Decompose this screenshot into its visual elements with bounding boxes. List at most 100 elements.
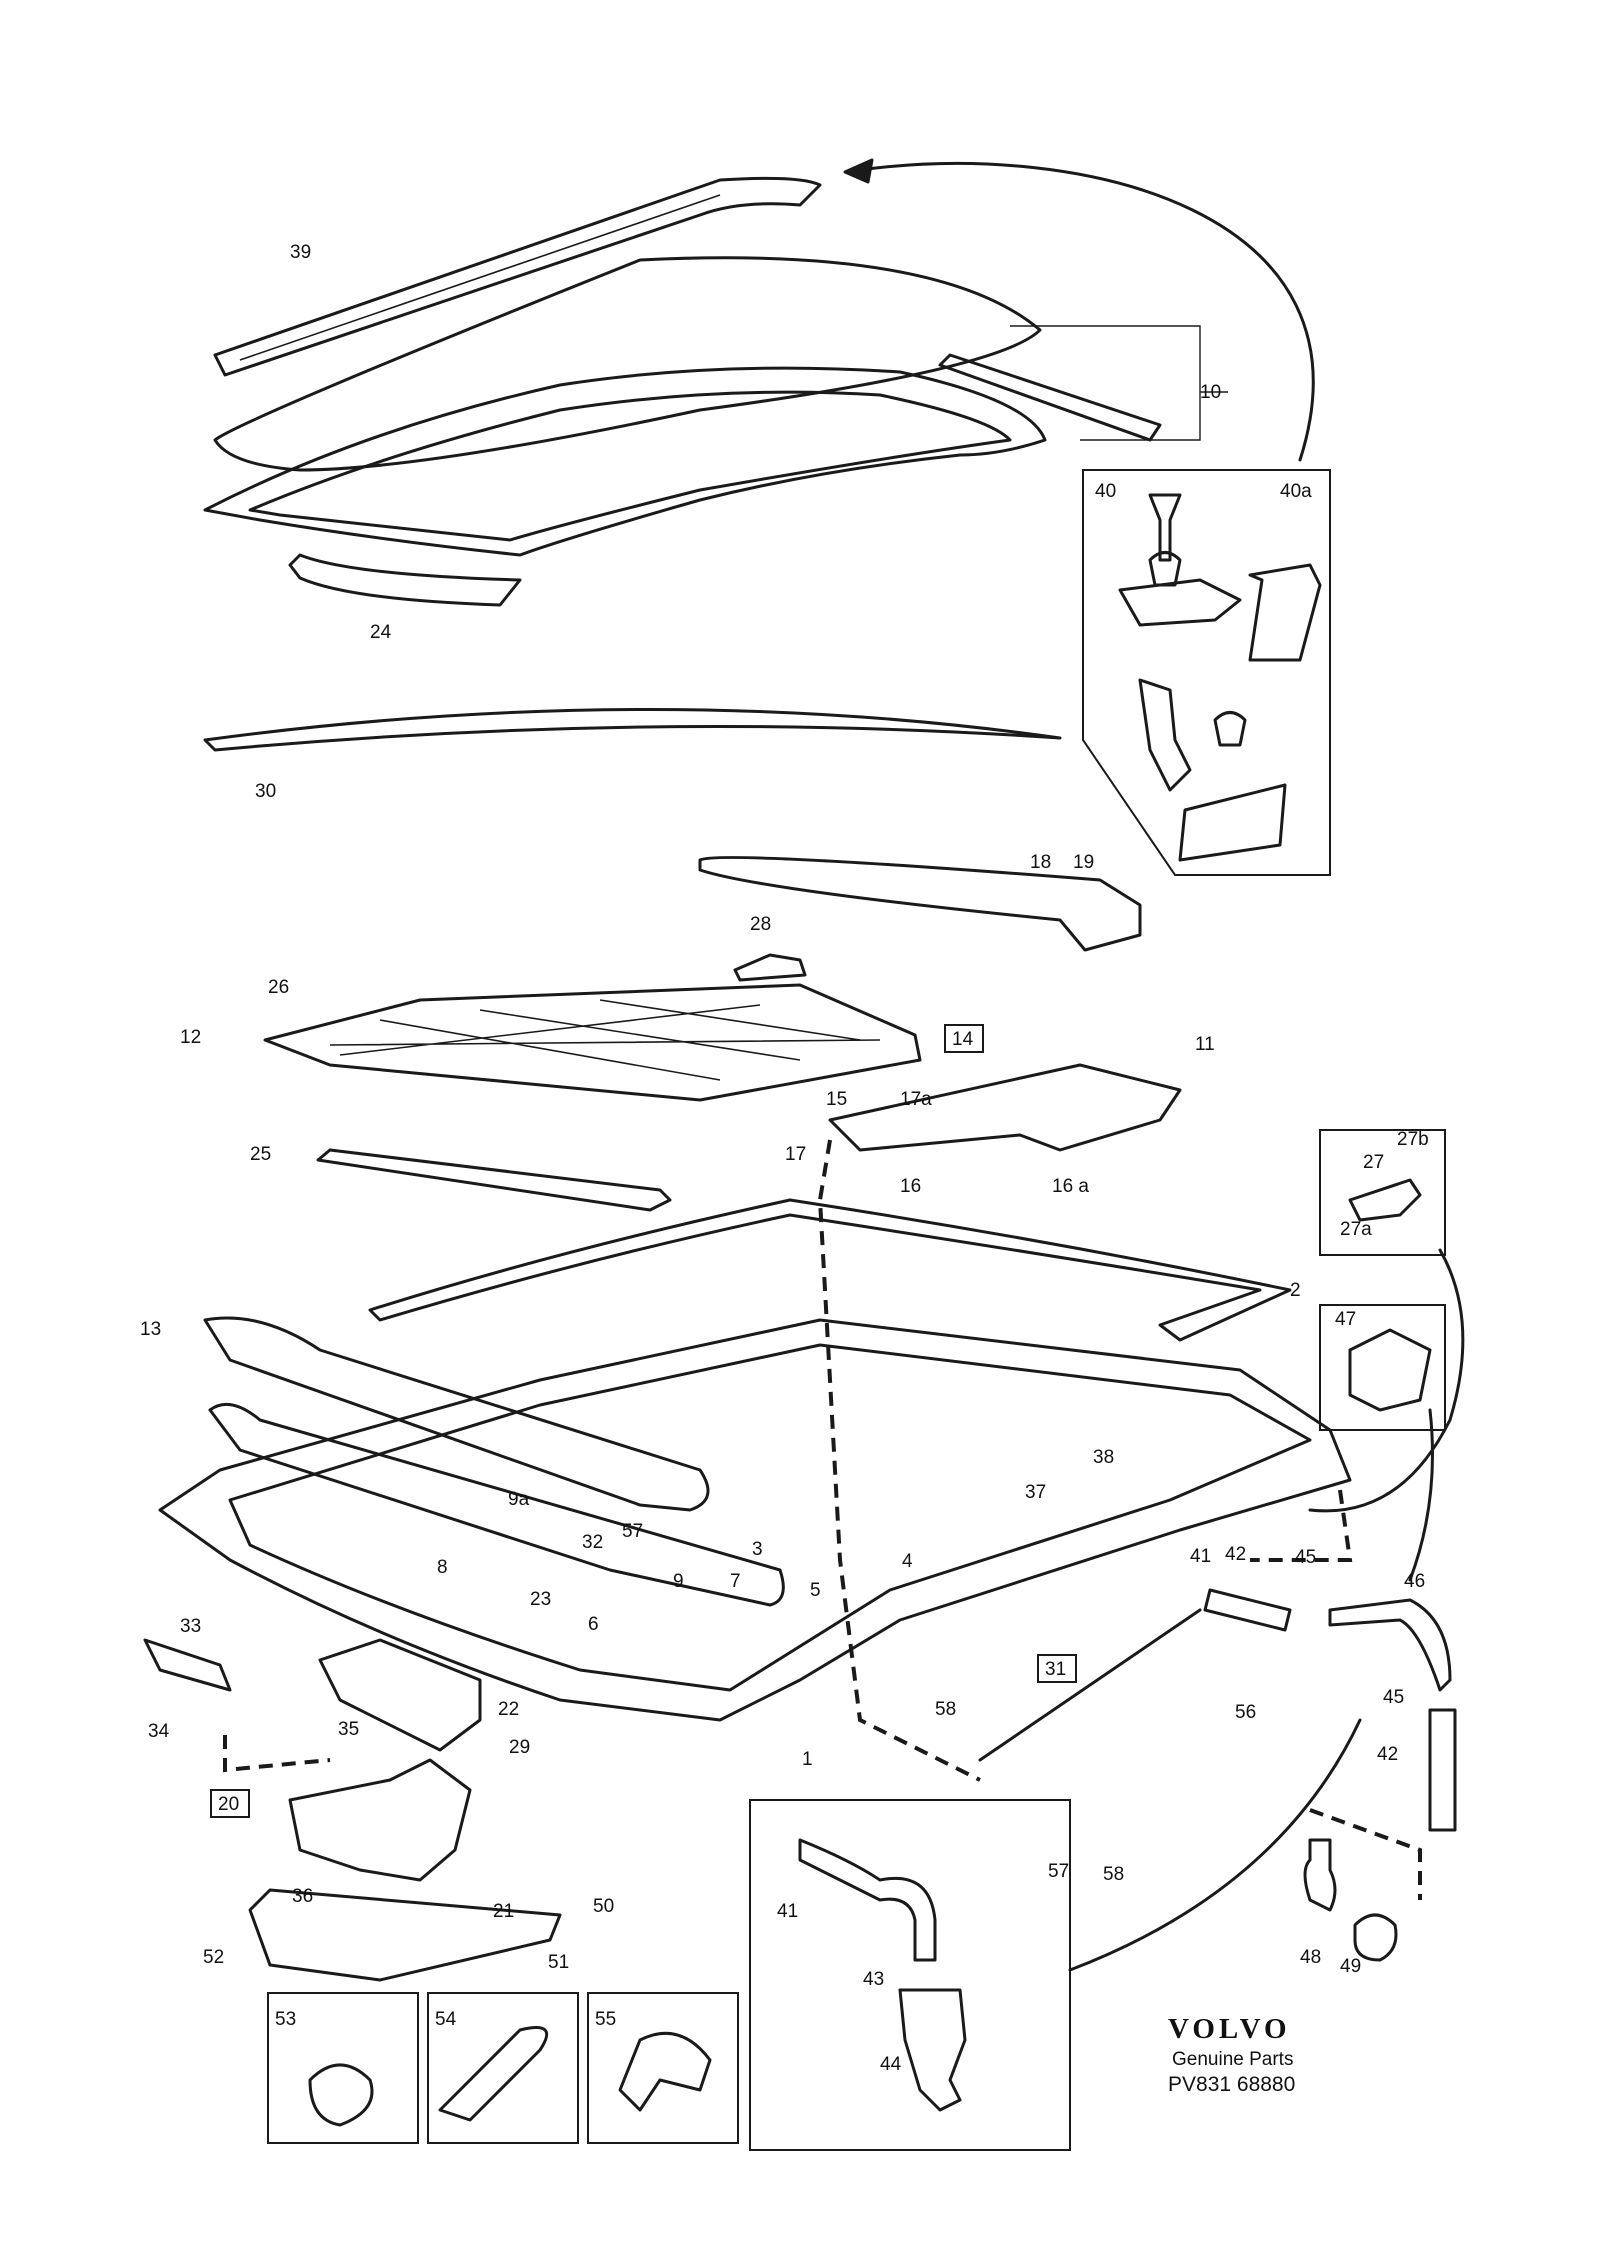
part-31-cable bbox=[978, 1608, 1202, 1762]
main-frame-outer bbox=[158, 1318, 1352, 1722]
part-40-nut bbox=[1213, 711, 1247, 747]
callout-label: 26 bbox=[268, 977, 289, 998]
part-42-vertical-hose bbox=[1428, 1708, 1457, 1832]
callout-label: 11 bbox=[1195, 1034, 1215, 1055]
arrow-curve-hose bbox=[1068, 1718, 1362, 1972]
callout-label: 48 bbox=[1300, 1947, 1321, 1968]
part-40a-clip bbox=[1248, 563, 1322, 662]
part-55-clip bbox=[618, 2031, 712, 2112]
part-12-panel bbox=[263, 983, 922, 1102]
part-46-hose bbox=[1328, 1598, 1452, 1692]
dashed-link-right bbox=[1250, 1489, 1353, 1562]
callout-label: 58 bbox=[1103, 1864, 1124, 1885]
arrow-head-top bbox=[843, 158, 874, 184]
callout-label: 38 bbox=[1093, 1447, 1114, 1468]
callout-label: 54 bbox=[435, 2009, 457, 2030]
arrow-curve-right bbox=[1308, 1248, 1465, 1513]
part-43-hose bbox=[798, 1838, 937, 1962]
brand-logo: VOLVO bbox=[1168, 2013, 1291, 2045]
part-44-valve bbox=[898, 1988, 967, 2112]
callout-label: 42 bbox=[1377, 1744, 1398, 1765]
part-40-bracket bbox=[1118, 578, 1242, 627]
callout-label: 27 bbox=[1363, 1152, 1384, 1173]
callout-label: 1 bbox=[802, 1749, 813, 1770]
callout-label: 53 bbox=[275, 2009, 296, 2030]
part-50-plate bbox=[248, 1888, 562, 1982]
callout-label: 56 bbox=[1235, 1702, 1256, 1723]
callout-label: 19 bbox=[1073, 852, 1094, 873]
callout-label: 22 bbox=[498, 1699, 519, 1720]
brand-subtitle: Genuine Parts bbox=[1172, 2049, 1293, 2070]
part-10-strip bbox=[938, 353, 1162, 442]
part-10-leader bbox=[1010, 325, 1228, 441]
detail-box-53 bbox=[267, 1992, 419, 2144]
callout-label: 18 bbox=[1030, 852, 1051, 873]
part-39-inner-line bbox=[239, 194, 721, 361]
callout-label: 57 bbox=[622, 1521, 643, 1542]
arrow-curve-top bbox=[858, 162, 1315, 462]
callout-label: 28 bbox=[750, 914, 771, 935]
part-13-deflector bbox=[203, 1316, 710, 1512]
callout-label: 27b bbox=[1397, 1129, 1429, 1150]
callout-label: 33 bbox=[180, 1616, 201, 1637]
callout-label: 36 bbox=[292, 1886, 313, 1907]
callout-label: 41 bbox=[777, 1901, 798, 1922]
part-40-screw bbox=[1148, 493, 1182, 562]
part-47-clip bbox=[1348, 1328, 1432, 1412]
part-12-ribs bbox=[329, 999, 881, 1081]
callout-label: 17 bbox=[785, 1144, 806, 1165]
part-48-elbow bbox=[1303, 1838, 1337, 1912]
detail-box-27 bbox=[1319, 1129, 1446, 1256]
callout-label: 9a bbox=[508, 1489, 530, 1510]
part-27-clip bbox=[1348, 1178, 1422, 1222]
callout-label: 43 bbox=[863, 1969, 884, 1990]
detail-box-41-44 bbox=[749, 1799, 1071, 2151]
callout-label: 49 bbox=[1340, 1956, 1361, 1977]
callout-label: 35 bbox=[338, 1719, 359, 1740]
callout-label: 30 bbox=[255, 781, 276, 802]
callout-label: 52 bbox=[203, 1947, 224, 1968]
callout-label: 44 bbox=[880, 2054, 902, 2075]
part-49-grommet bbox=[1353, 1913, 1398, 1962]
callout-label: 25 bbox=[250, 1144, 271, 1165]
callout-label: 55 bbox=[595, 2009, 616, 2030]
callout-box bbox=[210, 1789, 250, 1818]
detail-box-55 bbox=[587, 1992, 739, 2144]
part-40-washer bbox=[1148, 551, 1182, 587]
callout-label: 34 bbox=[148, 1721, 170, 1742]
part-39-deflector bbox=[213, 176, 822, 377]
glass-panel bbox=[213, 256, 1042, 472]
detail-box-54 bbox=[427, 1992, 579, 2144]
callout-label: 37 bbox=[1025, 1482, 1046, 1503]
brand-code: PV831 68880 bbox=[1168, 2073, 1295, 2096]
part-30-seal bbox=[203, 708, 1062, 752]
callout-label: 4 bbox=[902, 1551, 913, 1572]
part-2-seal bbox=[368, 1198, 1292, 1342]
callout-label: 10 bbox=[1200, 382, 1221, 403]
callout-label: 45 bbox=[1295, 1547, 1316, 1568]
dashed-link-motor bbox=[223, 1735, 331, 1773]
part-28-bracket bbox=[733, 953, 807, 982]
part-25-strip bbox=[316, 1148, 672, 1212]
callout-label: 47 bbox=[1335, 1309, 1356, 1330]
dashed-link-hose bbox=[1309, 1808, 1422, 1900]
part-22-bracket bbox=[318, 1638, 482, 1752]
callout-label: 3 bbox=[752, 1539, 763, 1560]
arrow-curve-47 bbox=[1408, 1408, 1434, 1582]
callout-label: 16 bbox=[900, 1176, 921, 1197]
callout-label: 14 bbox=[952, 1029, 974, 1050]
callout-label: 31 bbox=[1045, 1659, 1066, 1680]
callout-label: 8 bbox=[437, 1557, 448, 1578]
callout-label: 5 bbox=[810, 1580, 821, 1601]
part-53-clamp bbox=[308, 2063, 374, 2127]
callout-label: 2 bbox=[1290, 1280, 1301, 1301]
callout-label: 16 a bbox=[1052, 1176, 1089, 1197]
callout-label: 32 bbox=[582, 1532, 603, 1553]
callout-label: 24 bbox=[370, 622, 392, 643]
callout-label: 58 bbox=[935, 1699, 956, 1720]
callout-label: 7 bbox=[730, 1571, 741, 1592]
callout-label: 27a bbox=[1340, 1219, 1372, 1240]
detail-box-47 bbox=[1319, 1304, 1446, 1431]
callout-label: 15 bbox=[826, 1089, 847, 1110]
part-9-frame bbox=[208, 1402, 785, 1607]
